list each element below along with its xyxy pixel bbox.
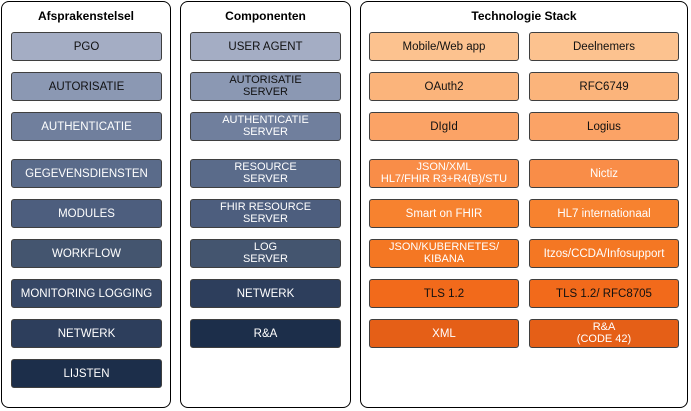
- afsprakenstelsel-panel: Afsprakenstelsel PGO AUTORISATIE AUTHENT…: [1, 1, 171, 408]
- tech-digid: DIgId: [369, 112, 519, 141]
- afspraak-gegevensdiensten: GEGEVENSDIENSTEN: [11, 159, 162, 188]
- tech-mobile-web-app: Mobile/Web app: [369, 32, 519, 61]
- afspraak-netwerk: NETWERK: [11, 319, 162, 348]
- component-autorisatie-server: AUTORISATIE SERVER: [190, 72, 341, 101]
- technologie-stack-panel: Technologie Stack Mobile/Web app OAuth2 …: [360, 1, 688, 408]
- component-authenticatie-server: AUTHENTICATIE SERVER: [190, 112, 341, 141]
- afsprakenstelsel-title: Afsprakenstelsel: [37, 9, 135, 23]
- component-r-and-a: R&A: [190, 319, 341, 348]
- tech-hl7-internationaal: HL7 internationaal: [529, 199, 679, 228]
- tech-logius: Logius: [529, 112, 679, 141]
- afspraak-modules: MODULES: [11, 199, 162, 228]
- tech-itzos-ccda-infosupport: Itzos/CCDA/Infosupport: [529, 239, 679, 268]
- tech-xml: XML: [369, 319, 519, 348]
- afspraak-pgo: PGO: [11, 32, 162, 61]
- tech-json-xml-hl7-fhir: JSON/XML HL7/FHIR R3+R4(B)/STU: [369, 159, 519, 188]
- component-fhir-resource-server: FHIR RESOURCE SERVER: [190, 199, 341, 228]
- component-log-server: LOG SERVER: [190, 239, 341, 268]
- tech-tls-1-2-rfc8705: TLS 1.2/ RFC8705: [529, 279, 679, 308]
- afspraak-autorisatie: AUTORISATIE: [11, 72, 162, 101]
- component-netwerk: NETWERK: [190, 279, 341, 308]
- tech-rfc6749: RFC6749: [529, 72, 679, 101]
- tech-deelnemers: Deelnemers: [529, 32, 679, 61]
- tech-smart-on-fhir: Smart on FHIR: [369, 199, 519, 228]
- afspraak-lijsten: LIJSTEN: [11, 359, 162, 388]
- tech-json-kubernetes-kibana: JSON/KUBERNETES/ KIBANA: [369, 239, 519, 268]
- afspraak-monitoring-logging: MONITORING LOGGING: [11, 279, 162, 308]
- afspraak-workflow: WORKFLOW: [11, 239, 162, 268]
- afspraak-authenticatie: AUTHENTICATIE: [11, 112, 162, 141]
- tech-oauth2: OAuth2: [369, 72, 519, 101]
- componenten-title: Componenten: [225, 9, 306, 23]
- componenten-panel: Componenten USER AGENT AUTORISATIE SERVE…: [180, 1, 351, 408]
- technologie-stack-title: Technologie Stack: [471, 9, 577, 23]
- component-resource-server: RESOURCE SERVER: [190, 159, 341, 188]
- tech-nictiz: Nictiz: [529, 159, 679, 188]
- component-user-agent: USER AGENT: [190, 32, 341, 61]
- tech-tls-1-2: TLS 1.2: [369, 279, 519, 308]
- tech-r-and-a-code-42: R&A (CODE 42): [529, 319, 679, 348]
